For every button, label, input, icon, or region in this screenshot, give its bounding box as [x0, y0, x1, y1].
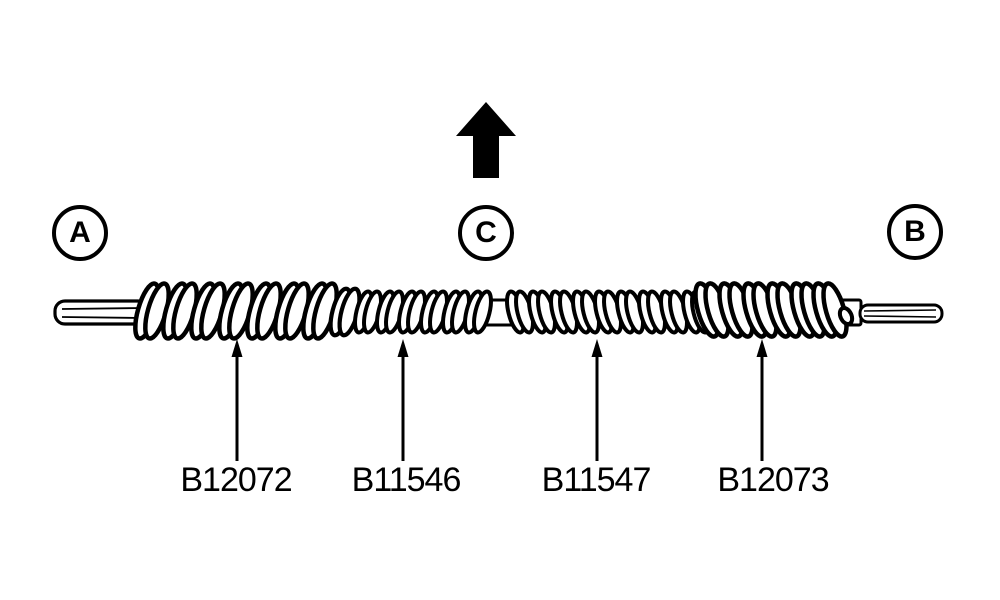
reference-letter-c-label: C [475, 216, 497, 249]
auger-flight-turn [472, 289, 493, 335]
callout-arrow [231, 339, 243, 461]
shaft-detail-line [61, 316, 145, 319]
shaft-detail-line [863, 309, 937, 312]
callout-arrowhead [397, 339, 409, 357]
up-arrow-icon [456, 102, 516, 178]
callout-arrow [591, 339, 603, 461]
up-arrow-shape [456, 102, 516, 178]
callout-arrowhead [756, 339, 768, 357]
callout-arrow [756, 339, 768, 461]
part-number-label: B11546 [351, 461, 462, 499]
shaft-detail-line [61, 307, 145, 310]
reference-letter-b-label: B [904, 215, 926, 248]
callout-arrowhead [231, 339, 243, 357]
callout-arrowhead [591, 339, 603, 357]
part-number-label: B12072 [180, 461, 292, 499]
callout-arrow [397, 339, 409, 461]
reference-letter-b: B [887, 204, 943, 260]
reference-letter-a-label: A [69, 216, 91, 249]
reference-letter-a: A [52, 205, 108, 261]
flight-end-curl [837, 305, 855, 327]
shaft-detail-line [863, 315, 937, 318]
auger-screw [53, 281, 944, 341]
part-number-label: B12073 [717, 461, 829, 499]
auger-right-shaft-end [858, 303, 944, 324]
callout-arrows [231, 339, 768, 461]
part-number-label: B11547 [541, 461, 652, 499]
reference-letter-c: C [458, 205, 514, 261]
